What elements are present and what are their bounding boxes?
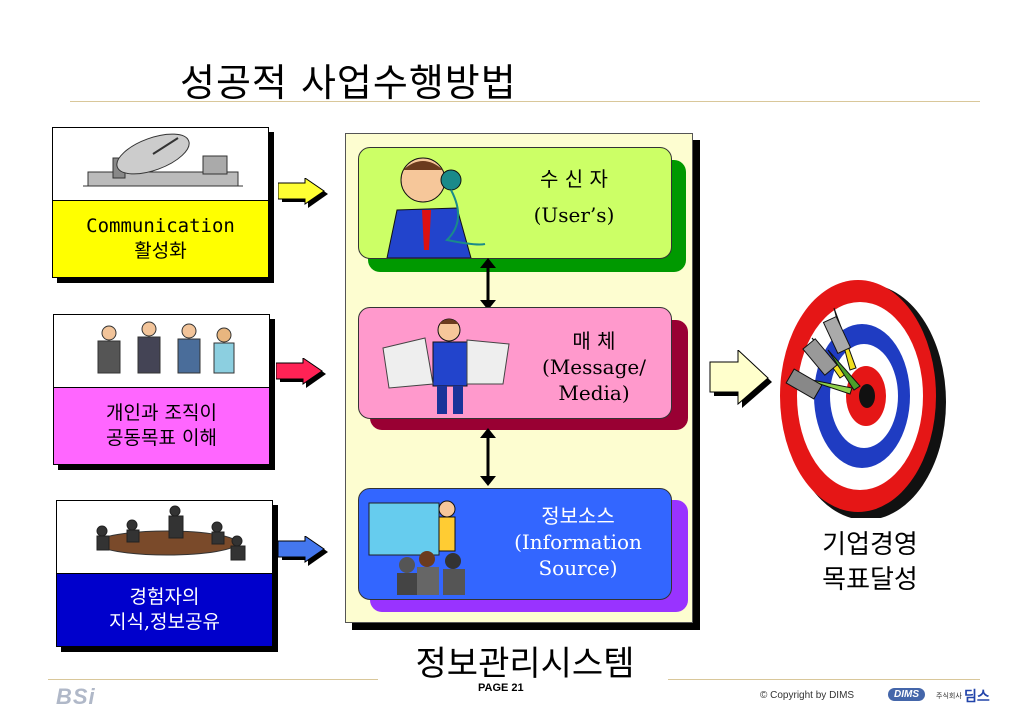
presentation-audience-icon — [368, 500, 465, 595]
footer-divider-right — [668, 679, 980, 680]
man-on-phone-icon — [386, 157, 486, 258]
box-title: 수 신 자 — [540, 167, 608, 191]
company-type: 주식회사 — [936, 692, 962, 700]
bsi-logo: BSi — [56, 684, 96, 709]
card-communication: Communication 활성화 — [52, 127, 269, 278]
system-label: 정보관리시스템 — [380, 636, 670, 685]
goal-line2: 목표달성 — [822, 565, 918, 595]
box-subtitle: (User’s) — [533, 203, 615, 227]
box-subtitle: (Message/ — [542, 355, 646, 379]
card-line1: Communication — [86, 215, 235, 237]
arrow-communication — [278, 178, 328, 208]
card-line1: 개인과 조직이 — [106, 402, 217, 424]
box-media: 매 체 (Message/ Media) — [358, 307, 672, 419]
title-divider — [70, 101, 980, 102]
box-subtitle-2: Media) — [558, 381, 630, 405]
company-name: 딤스 — [964, 689, 990, 705]
goal-line1: 기업경영 — [822, 530, 918, 560]
card-line2: 활성화 — [134, 240, 187, 262]
dims-logo: DIMS — [888, 688, 925, 701]
box-subtitle-2: Source) — [538, 556, 618, 580]
page-title: 성공적 사업수행방법 — [180, 61, 517, 105]
handshake-people-icon — [54, 315, 269, 388]
dartboard-target-icon — [780, 280, 946, 518]
arrow-knowledge-sharing — [278, 536, 328, 566]
satellite-dish-icon — [53, 128, 268, 201]
page-number: PAGE 21 — [478, 682, 524, 694]
card-shared-goal: 개인과 조직이 공동목표 이해 — [53, 314, 270, 465]
card-knowledge-sharing: 경험자의 지식,정보공유 — [56, 500, 273, 647]
double-arrow-user-media — [480, 258, 496, 310]
footer-divider-left — [48, 679, 378, 680]
box-subtitle: (Information — [514, 530, 642, 554]
meeting-table-icon — [57, 501, 272, 574]
man-reading-newspaper-icon — [382, 318, 510, 414]
arrow-shared-goal — [276, 358, 326, 388]
copyright-text: © Copyright by DIMS — [760, 690, 855, 701]
card-line2: 공동목표 이해 — [106, 427, 217, 449]
box-title: 정보소스 — [541, 504, 615, 528]
box-title: 매 체 — [572, 329, 616, 353]
arrow-to-target — [709, 350, 772, 408]
goal-label: 기업경영 목표달성 — [780, 528, 960, 598]
card-line2: 지식,정보공유 — [109, 611, 220, 633]
card-line1: 경험자의 — [129, 586, 200, 608]
box-source: 정보소스 (Information Source) — [358, 488, 672, 600]
box-user: 수 신 자 (User’s) — [358, 147, 672, 259]
double-arrow-media-source — [480, 428, 496, 486]
